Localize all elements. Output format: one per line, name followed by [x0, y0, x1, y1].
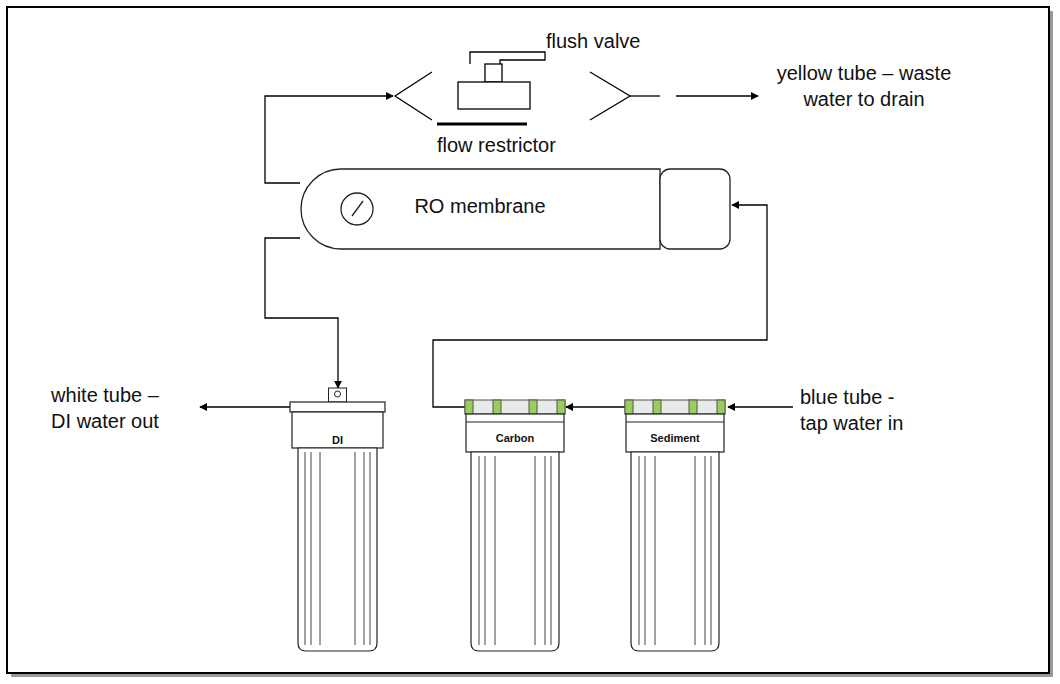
membrane-housing: RO membrane: [300, 168, 732, 250]
frame: [7, 7, 1049, 673]
water-flow-line: [265, 238, 338, 388]
component-name: RO membrane: [380, 195, 580, 218]
filter-name: Carbon: [465, 432, 565, 445]
filter-canister: Carbon: [465, 398, 565, 653]
tube-label: yellow tube – waste water to drain: [764, 60, 964, 112]
valve-label: flush valve: [546, 28, 686, 54]
tube-fitting-right: [590, 72, 630, 120]
flush-valve-symbol: [458, 52, 545, 109]
water-flow-line: [566, 406, 625, 407]
waste-arrow: [676, 95, 758, 96]
filter-name: DI: [290, 434, 385, 447]
shape-outline: [290, 388, 385, 653]
filter-name: Sediment: [625, 432, 725, 445]
restrictor-label: flow restrictor: [437, 132, 607, 158]
di-out-arrow: [200, 406, 290, 407]
drain-tube: [630, 95, 660, 96]
filter-canister: Sediment: [625, 398, 725, 653]
tube-label: blue tube - tap water in: [800, 384, 918, 436]
tap-in-arrow: [728, 406, 793, 407]
tube-fitting-left: [395, 72, 432, 120]
tube-label: white tube – DI water out: [40, 382, 170, 434]
filter-canister: DI: [290, 388, 385, 653]
flow-restrictor-bar: [437, 123, 527, 126]
